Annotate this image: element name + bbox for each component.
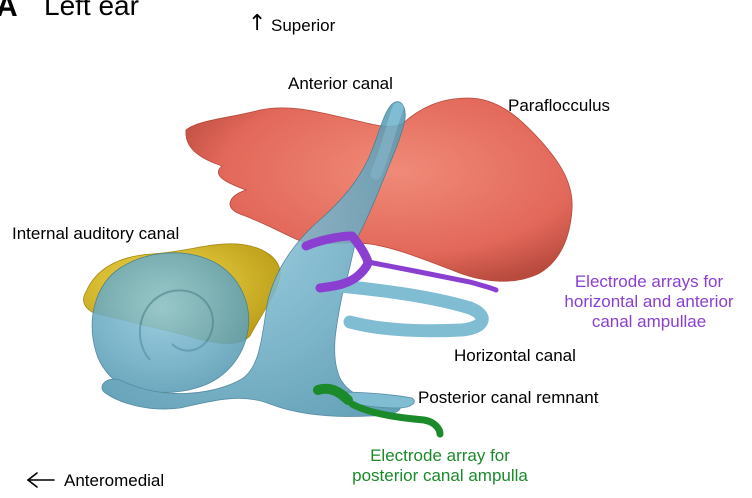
electrode-ha-line3: canal ampullae (545, 312, 752, 332)
electrode-p-line2: posterior canal ampulla (320, 466, 560, 486)
label-paraflocculus: Paraflocculus (508, 96, 610, 116)
anteromedial-label: Anteromedial (64, 471, 164, 491)
label-electrode-arrays-horizontal-anterior: Electrode arrays for horizontal and ante… (545, 272, 752, 332)
label-anterior-canal: Anterior canal (288, 74, 393, 94)
label-electrode-array-posterior: Electrode array for posterior canal ampu… (320, 446, 560, 486)
left-arrow-icon (28, 473, 54, 487)
electrode-p-line1: Electrode array for (320, 446, 560, 466)
horizontal-canal-shape (340, 286, 482, 331)
label-horizontal-canal: Horizontal canal (454, 346, 576, 366)
label-internal-auditory-canal: Internal auditory canal (12, 224, 179, 244)
electrode-ha-line2: horizontal and anterior (545, 292, 752, 312)
electrode-ha-line1: Electrode arrays for (545, 272, 752, 292)
cochlea-shape (92, 253, 249, 393)
label-posterior-canal-remnant: Posterior canal remnant (418, 388, 598, 408)
